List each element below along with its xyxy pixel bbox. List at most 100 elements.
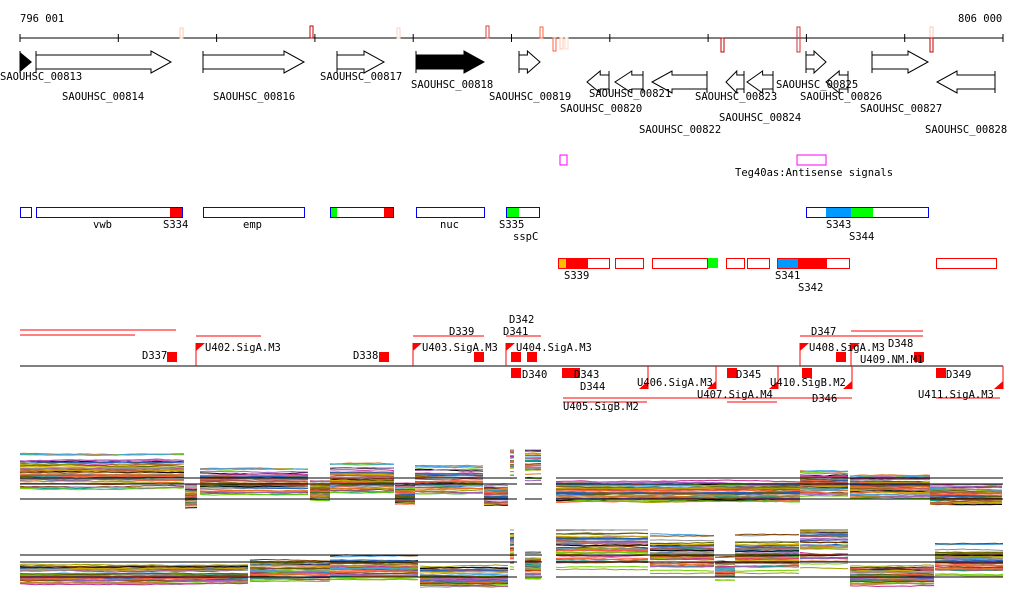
regulatory-label: U403.SigA.M3 [422, 342, 498, 354]
signal-mark [929, 37, 934, 53]
segment-outline [806, 207, 929, 218]
gene-SAOUHSC_00820[interactable] [586, 69, 610, 95]
gene-SAOUHSC_00824[interactable] [746, 70, 774, 94]
terminator-marker[interactable] [914, 352, 924, 362]
terminator-marker[interactable] [474, 352, 484, 362]
regulatory-label: U406.SigA.M3 [637, 377, 713, 389]
transcript-segment[interactable] [777, 258, 850, 269]
gene-label: SAOUHSC_00814 [62, 91, 144, 103]
gene-SAOUHSC_00814[interactable] [35, 50, 173, 74]
segment-label: sspC [513, 231, 538, 243]
gene-SAOUHSC_00825[interactable] [805, 49, 827, 75]
expression-line [20, 461, 1003, 496]
transcript-segment[interactable] [330, 207, 394, 218]
signal-mark [396, 27, 401, 39]
promoter-flag-icon [994, 381, 1003, 389]
gene-SAOUHSC_00826[interactable] [825, 69, 849, 95]
gene-SAOUHSC_00817[interactable] [336, 50, 386, 74]
transcript-segment[interactable] [615, 258, 644, 269]
antisense-box [559, 154, 568, 166]
transcript-segment[interactable] [726, 258, 745, 269]
gene-SAOUHSC_00818[interactable] [415, 50, 486, 74]
signal-mark [559, 37, 564, 50]
segment-fill [566, 258, 588, 268]
segment-label: S341 [775, 270, 800, 282]
terminator-marker[interactable] [836, 352, 846, 362]
gap [517, 445, 525, 520]
gene-SAOUHSC_00823[interactable] [725, 69, 745, 95]
segment-label: emp [243, 219, 262, 231]
gene-label: SAOUHSC_00820 [560, 103, 642, 115]
gene-SAOUHSC_00819[interactable] [518, 49, 541, 75]
regulatory-label: U409.NM.M1 [860, 354, 923, 366]
ruler [19, 25, 1004, 53]
regulatory-track [20, 329, 1004, 403]
segment-fill [777, 258, 798, 268]
segment-label: S344 [849, 231, 874, 243]
promoter-flag-icon [769, 381, 778, 389]
signal-mark [309, 25, 314, 39]
promoter-flag-icon [639, 381, 648, 389]
terminator-marker[interactable] [727, 368, 737, 378]
transcript-segment[interactable] [506, 207, 540, 218]
segment-outline [747, 258, 770, 269]
signal-mark [796, 26, 801, 53]
gene-arrow-icon [518, 49, 541, 75]
terminator-marker[interactable] [167, 352, 177, 362]
regulatory-label: D347 [811, 326, 836, 338]
segment-fill [170, 207, 182, 217]
transcript-segment[interactable] [20, 207, 32, 218]
promoter-flag-icon [843, 381, 852, 389]
terminator-marker[interactable] [379, 352, 389, 362]
segment-label: S342 [798, 282, 823, 294]
signal-mark [179, 27, 184, 39]
terminator-marker[interactable] [511, 368, 521, 378]
transcript-segment[interactable] [652, 258, 719, 269]
segment-label: nuc [440, 219, 459, 231]
promoter-flag-icon [413, 343, 422, 351]
terminator-marker[interactable] [527, 352, 537, 362]
segment-outline [777, 258, 850, 269]
transcript-segment[interactable] [747, 258, 770, 269]
gene-label: SAOUHSC_00823 [695, 91, 777, 103]
gene-arrow-icon [825, 69, 849, 95]
segment-fill [330, 207, 337, 217]
segment-label: S335 [499, 219, 524, 231]
gene-SAOUHSC_00822[interactable] [650, 70, 708, 94]
segment-outline [615, 258, 644, 269]
terminator-marker[interactable] [802, 368, 812, 378]
reverse-strand-expression [19, 525, 1004, 605]
gene-SAOUHSC_00827[interactable] [871, 50, 930, 74]
segment-outline [558, 258, 610, 269]
ruler-start-label: 796 001 [20, 13, 64, 25]
transcript-segment[interactable] [558, 258, 610, 269]
gene-SAOUHSC_00813[interactable] [19, 51, 32, 73]
gene-SAOUHSC_00821[interactable] [614, 70, 644, 94]
forward-segments-track [20, 207, 929, 218]
terminator-marker[interactable] [570, 368, 580, 378]
antisense-track [559, 154, 827, 166]
regulatory-label: U411.SigA.M3 [918, 389, 994, 401]
terminator-marker[interactable] [562, 368, 572, 378]
signal-mark [564, 37, 569, 50]
regulatory-label: D344 [580, 381, 605, 393]
gap [517, 525, 525, 605]
antisense-box [796, 154, 827, 166]
segment-outline [726, 258, 745, 269]
transcript-segment[interactable] [36, 207, 183, 218]
terminator-marker[interactable] [511, 352, 521, 362]
transcript-segment[interactable] [203, 207, 305, 218]
regulatory-label: D340 [522, 369, 547, 381]
gene-arrow-icon [586, 69, 610, 95]
transcript-segment[interactable] [936, 258, 997, 269]
regulatory-label: U402.SigA.M3 [205, 342, 281, 354]
gene-SAOUHSC_00816[interactable] [202, 50, 306, 74]
gene-arrow-icon [746, 70, 774, 94]
regulatory-label: U404.SigA.M3 [516, 342, 592, 354]
regulatory-label: U408.SigA.M3 [809, 342, 885, 354]
gene-arrow-icon [650, 70, 708, 94]
transcript-segment[interactable] [806, 207, 929, 218]
transcript-segment[interactable] [416, 207, 485, 218]
terminator-marker[interactable] [936, 368, 946, 378]
gene-SAOUHSC_00828[interactable] [935, 70, 996, 94]
